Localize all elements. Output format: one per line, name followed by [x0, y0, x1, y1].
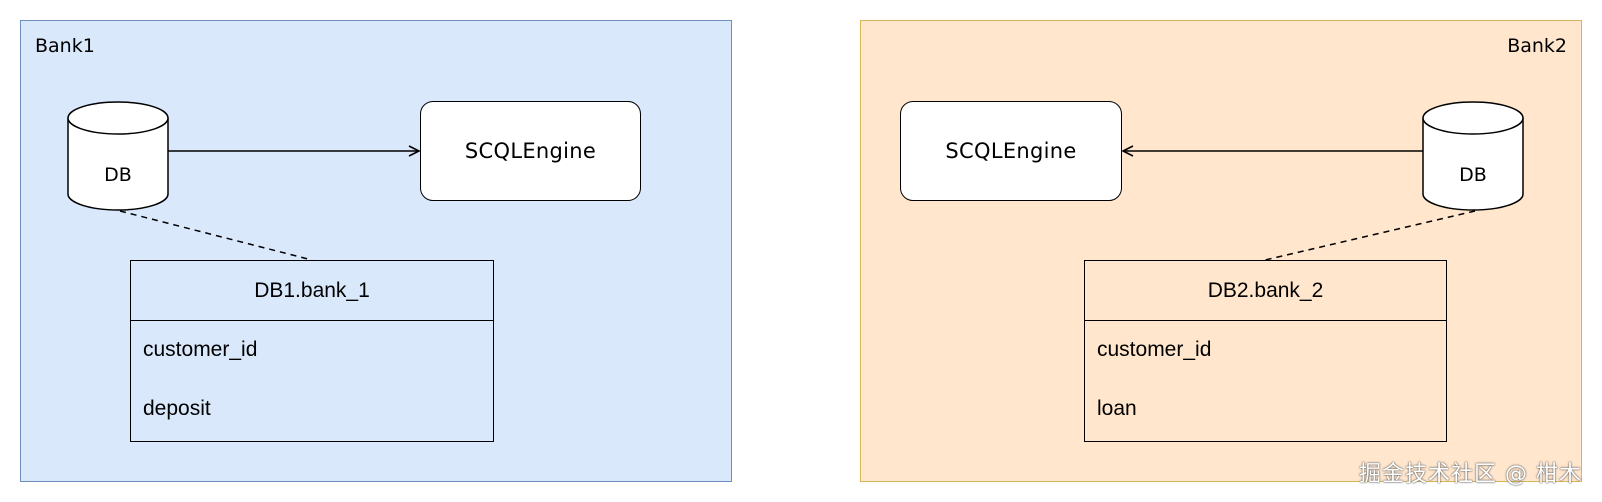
db1-label: DB	[104, 164, 132, 186]
table-field: loan	[1097, 397, 1137, 420]
db2-table-link	[1264, 210, 1476, 261]
db2-cylinder-icon	[1422, 101, 1524, 211]
table-field: customer_id	[143, 338, 258, 361]
db2-label: DB	[1459, 164, 1487, 186]
bank2-table-title: DB2.bank_2	[1085, 261, 1446, 321]
db1-table-link	[119, 210, 313, 261]
bank1-table: DB1.bank_1 customer_id deposit	[130, 260, 494, 442]
bank2-scqlengine-node: SCQLEngine	[900, 101, 1122, 201]
bank1-scqlengine-node: SCQLEngine	[420, 101, 641, 201]
bank1-table-title: DB1.bank_1	[131, 261, 493, 321]
table-field: deposit	[143, 397, 211, 420]
db1-cylinder-icon	[67, 101, 169, 211]
bank2-engine-label: SCQLEngine	[945, 139, 1077, 163]
table-field: customer_id	[1097, 338, 1212, 361]
bank2-label: Bank2	[1507, 35, 1567, 57]
bank1-engine-label: SCQLEngine	[464, 139, 597, 163]
watermark: 掘金技术社区 @ 柑木	[1359, 462, 1582, 487]
bank2-table: DB2.bank_2 customer_id loan	[1084, 260, 1447, 442]
bank1-label: Bank1	[35, 35, 95, 57]
